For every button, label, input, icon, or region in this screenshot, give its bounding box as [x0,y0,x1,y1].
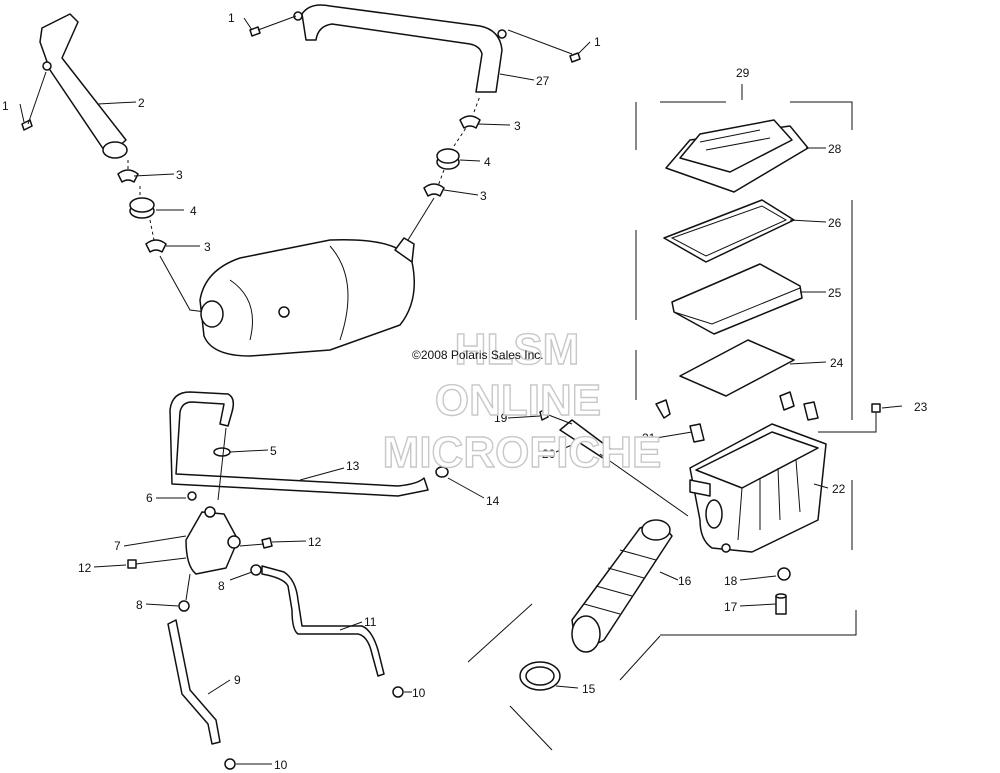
screw-12-left [127,559,137,569]
clamp-3c [423,183,445,197]
clip-21c [779,391,795,411]
callout-18: 18 [724,574,738,588]
clamp-10b [224,758,236,770]
clamp-3b [145,239,167,253]
screen-24 [679,339,795,397]
screw-1-right [569,52,581,63]
exhaust-housing [199,238,415,357]
callout-3a: 3 [176,168,183,182]
callout-1-right: 1 [594,35,601,49]
callout-13: 13 [346,459,360,473]
callout-19: 19 [494,411,508,425]
callout-8a: 8 [136,598,143,612]
watermark-line-3: MICROFICHE [383,428,662,477]
screw-12-right [261,537,273,549]
watermark-line-2: ONLINE [435,376,601,425]
clamp-18 [777,567,791,581]
hose-11 [261,565,385,677]
screw-6 [187,491,197,501]
leader-lines [19,17,903,765]
callout-26: 26 [828,216,842,230]
watermark: HLSM ONLINE MICROFICHE [382,324,662,477]
screw-19 [539,408,549,421]
callout-23: 23 [914,400,928,414]
callout-2: 2 [138,96,145,110]
exhaust-duct-2 [39,13,127,157]
callout-9: 9 [234,673,241,687]
clip-21a [655,399,671,419]
screw-23 [871,403,881,413]
housing-port [200,300,224,328]
bracket-20 [559,419,613,461]
callout-1-top: 1 [228,11,235,25]
clamp-14 [435,466,449,478]
callout-24: 24 [830,356,844,370]
callout-27: 27 [536,74,550,88]
callout-1-left: 1 [2,99,9,113]
callout-20: 20 [542,447,556,461]
callout-12-left: 12 [78,561,92,575]
duct-end-ring [102,141,128,159]
watermark-line-1: HLSM [455,325,580,374]
callout-4b: 4 [484,155,491,169]
exhaust-duct-27 [301,4,503,93]
housing-outlet [394,237,415,263]
callout-10a: 10 [412,686,426,700]
screw-1-left [21,119,33,131]
clamp-3d [459,115,481,129]
breather-valve-7 [185,511,239,575]
callout-3b: 3 [204,240,211,254]
callout-21: 21 [642,431,656,445]
air-filter-25 [671,263,803,335]
clip-21d [803,401,819,421]
callout-29: 29 [736,66,750,80]
callout-12-right: 12 [308,535,322,549]
callout-25: 25 [828,286,842,300]
breather-hose-13 [169,391,429,497]
callout-3d: 3 [480,189,487,203]
callout-16: 16 [678,574,692,588]
hose-9 [167,619,221,745]
callout-22: 22 [832,482,846,496]
copyright-notice: ©2008 Polaris Sales Inc. [412,348,544,362]
callout-11: 11 [364,615,377,629]
callout-10b: 10 [274,758,288,772]
callout-28: 28 [828,142,842,156]
callout-8b: 8 [218,579,225,593]
clamp-8a [178,600,190,612]
callout-5: 5 [270,444,277,458]
callout-3c: 3 [514,119,521,133]
screw-1-top [249,26,261,37]
filter-seal-26 [663,199,795,263]
callout-15: 15 [582,682,596,696]
duct-tab [42,61,52,71]
clip-21b [689,423,705,443]
callout-4a: 4 [190,204,197,218]
callout-7: 7 [114,539,121,553]
callout-14: 14 [486,494,500,508]
callout-17: 17 [724,600,738,614]
callout-6: 6 [146,491,153,505]
clamp-5 [213,447,231,457]
clamp-8b [250,564,262,576]
callout-labels: 1 2 3 4 3 1 1 27 3 4 3 29 28 26 25 24 23… [2,11,928,772]
clamp-3a [117,169,139,183]
clamp-10a [392,686,404,698]
